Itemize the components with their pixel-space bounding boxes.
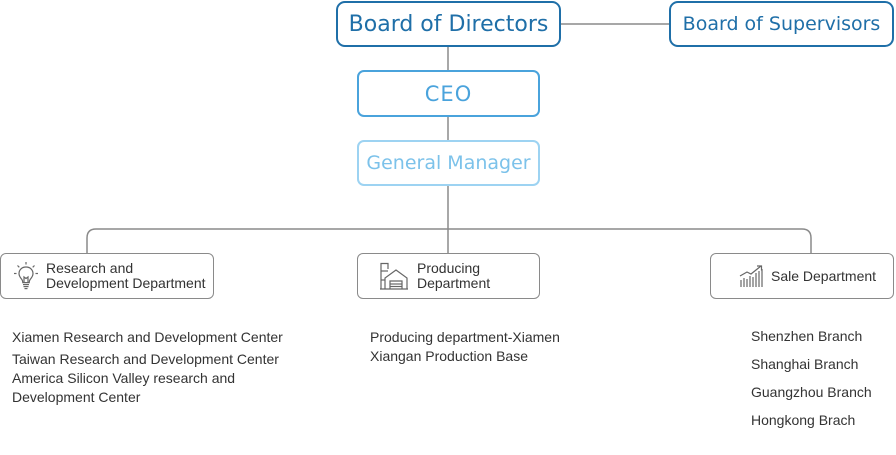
lightbulb-icon [13, 261, 39, 291]
list-item: Shanghai Branch [751, 356, 859, 372]
research-development-department-box: Research and Development Department [0, 253, 214, 299]
ceo-box: CEO [357, 70, 540, 117]
list-item: America Silicon Valley research and Deve… [12, 370, 236, 405]
general-manager-box: General Manager [357, 140, 540, 186]
list-item: Xiangan Production Base [370, 348, 528, 364]
list-item: Guangzhou Branch [751, 384, 872, 400]
department-label: Research and Development Department [46, 261, 206, 291]
department-label-line: Department [417, 275, 491, 291]
department-label-line: Producing [417, 260, 481, 276]
department-label: Producing Department [417, 261, 490, 291]
list-item: Shenzhen Branch [751, 328, 863, 344]
ceo-label: CEO [424, 81, 473, 106]
department-label-line: Research and [46, 260, 134, 276]
board-of-supervisors-label: Board of Supervisors [682, 13, 881, 35]
list-item: Taiwan Research and Development Center [12, 351, 279, 367]
research-development-units: Xiamen Research and Development Center T… [12, 328, 302, 410]
sale-department-box: Sale Department [710, 253, 894, 299]
general-manager-label: General Manager [366, 152, 531, 174]
list-item: Producing department-Xiamen [370, 329, 560, 345]
producing-department-box: Producing Department [357, 253, 540, 299]
department-bus-connector [86, 228, 812, 253]
board-of-directors-label: Board of Directors [348, 11, 549, 37]
list-item: Xiamen Research and Development Center [12, 329, 283, 345]
producing-units: Producing department-Xiamen Xiangan Prod… [370, 328, 610, 366]
board-of-supervisors-box: Board of Supervisors [669, 1, 894, 47]
growth-chart-icon [739, 264, 765, 288]
sale-branches: Shenzhen Branch Shanghai Branch Guangzho… [751, 328, 896, 440]
board-of-directors-box: Board of Directors [336, 1, 561, 47]
list-item: Hongkong Brach [751, 412, 856, 428]
department-label: Sale Department [771, 267, 877, 284]
department-label-line: Development Department [46, 275, 206, 291]
factory-icon [379, 262, 409, 290]
